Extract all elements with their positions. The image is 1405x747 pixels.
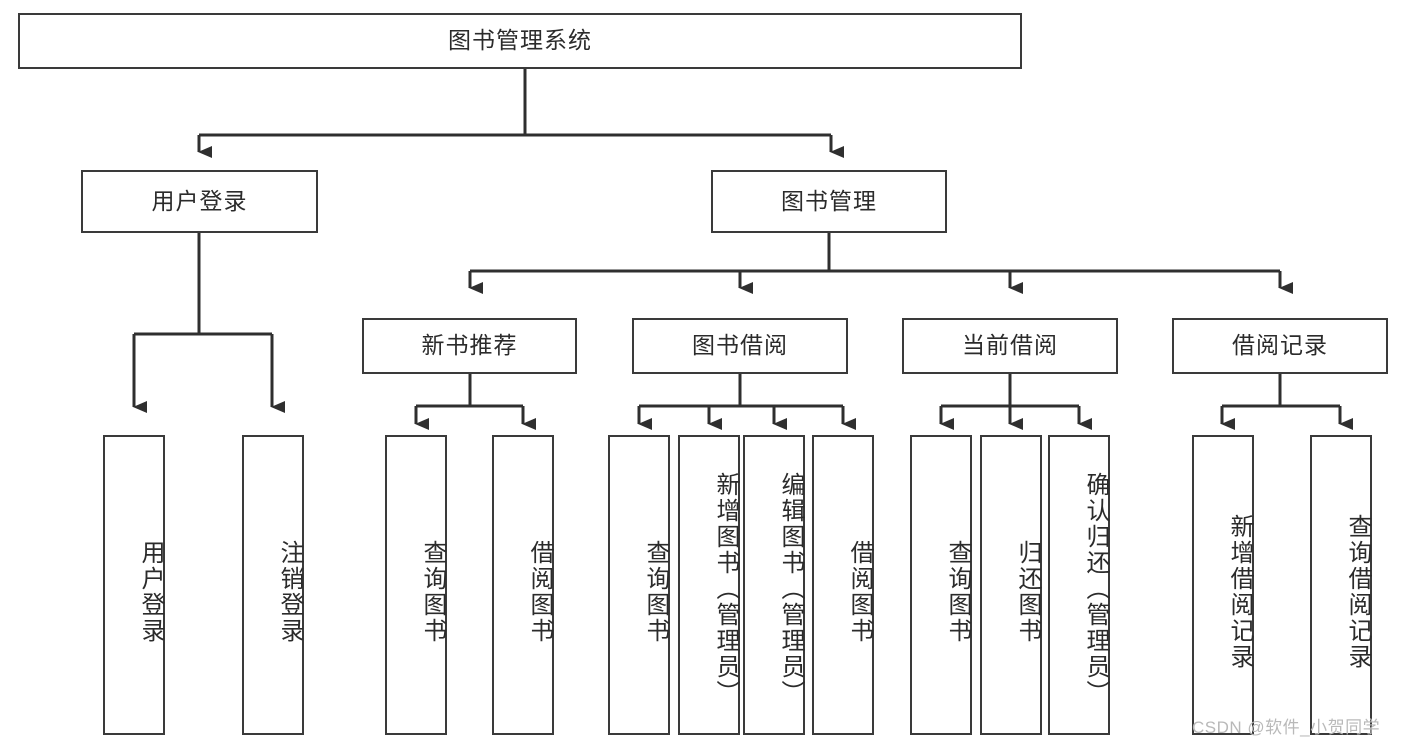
leaf-borrow-edit-book-admin[interactable]: 编辑图书（管理员）: [743, 435, 805, 735]
leaf-label: 新增图书（管理员）: [712, 472, 739, 706]
leaf-borrow-add-book-admin[interactable]: 新增图书（管理员）: [678, 435, 740, 735]
root-to-level2-connectors: [197, 69, 844, 158]
leaf-logout[interactable]: 注销登录: [242, 435, 304, 735]
leaf-label: 查询图书: [419, 540, 446, 644]
leaf-label: 新增借阅记录: [1226, 514, 1253, 670]
book-borrow-to-leaves-connectors: [637, 374, 856, 430]
leaf-label: 用户登录: [137, 540, 164, 644]
leaf-borrow-borrow-book[interactable]: 借阅图书: [812, 435, 874, 735]
node-borrow-record[interactable]: 借阅记录: [1172, 318, 1388, 374]
borrow-record-to-leaves-connectors: [1220, 374, 1353, 430]
leaf-recommend-borrow-book[interactable]: 借阅图书: [492, 435, 554, 735]
node-current-borrow[interactable]: 当前借阅: [902, 318, 1118, 374]
new-book-to-leaves-connectors: [414, 374, 536, 430]
node-root-system[interactable]: 图书管理系统: [18, 13, 1022, 69]
leaf-current-confirm-return-admin[interactable]: 确认归还（管理员）: [1048, 435, 1110, 735]
leaf-current-query-book[interactable]: 查询图书: [910, 435, 972, 735]
user-login-to-leaves-connectors: [132, 233, 285, 413]
node-book-management[interactable]: 图书管理: [711, 170, 947, 233]
leaf-current-return-book[interactable]: 归还图书: [980, 435, 1042, 735]
leaf-recommend-query-book[interactable]: 查询图书: [385, 435, 447, 735]
leaf-label: 编辑图书（管理员）: [777, 472, 804, 706]
leaf-label: 查询图书: [642, 540, 669, 644]
current-borrow-to-leaves-connectors: [939, 374, 1092, 430]
leaf-user-login[interactable]: 用户登录: [103, 435, 165, 735]
book-manage-to-level3-connectors: [468, 233, 1293, 294]
leaf-label: 查询图书: [944, 540, 971, 644]
leaf-record-add-borrow-record[interactable]: 新增借阅记录: [1192, 435, 1254, 735]
node-user-login[interactable]: 用户登录: [81, 170, 318, 233]
leaf-label: 注销登录: [276, 540, 303, 644]
node-new-book-recommend[interactable]: 新书推荐: [362, 318, 577, 374]
node-book-borrow[interactable]: 图书借阅: [632, 318, 848, 374]
leaf-label: 借阅图书: [846, 540, 873, 644]
leaf-label: 归还图书: [1014, 540, 1041, 644]
leaf-label: 查询借阅记录: [1344, 514, 1371, 670]
leaf-borrow-query-book[interactable]: 查询图书: [608, 435, 670, 735]
leaf-record-query-borrow-record[interactable]: 查询借阅记录: [1310, 435, 1372, 735]
leaf-label: 借阅图书: [526, 540, 553, 644]
leaf-label: 确认归还（管理员）: [1082, 472, 1109, 706]
